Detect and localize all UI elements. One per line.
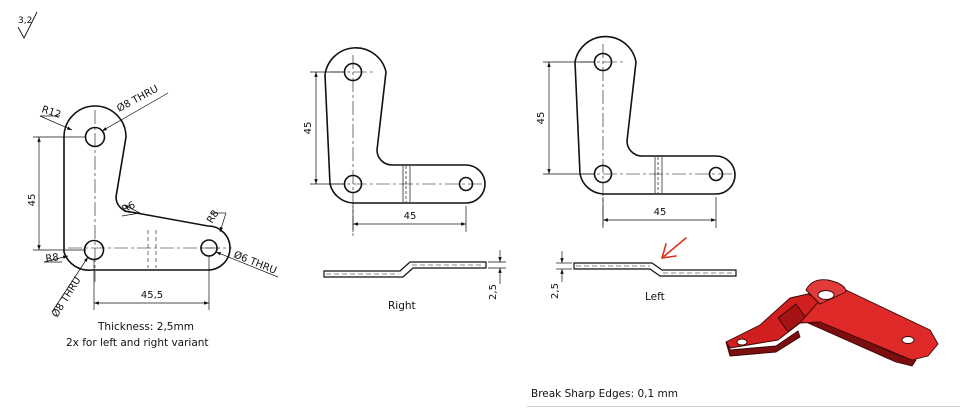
right-view-outline — [324, 47, 486, 204]
right-view-bend-lines — [402, 166, 411, 202]
red-arrow-icon — [661, 237, 687, 259]
iso-part-render — [725, 279, 939, 367]
view-left-label: Left — [645, 291, 665, 303]
main-view-bend-lines — [147, 230, 157, 268]
main-view-outline — [63, 105, 231, 271]
left-height-dimension — [543, 61, 595, 175]
main-radius-right-label: R8 — [205, 208, 221, 225]
left-height-dim-text: 45 — [536, 112, 547, 125]
left-width-dim-text: 45 — [654, 207, 667, 218]
note-variants: 2x for left and right variant — [66, 337, 209, 349]
title-block-rule — [527, 406, 960, 407]
main-view-centerlines — [68, 110, 232, 282]
left-view-bend-lines — [654, 157, 663, 193]
right-width-dimension — [352, 206, 467, 232]
main-radius-inner-label: R6 — [120, 200, 137, 216]
main-width-dimension — [93, 256, 210, 310]
main-radius-top-label: R12 — [40, 104, 62, 121]
main-hole-right-label: Ø6 THRU — [232, 249, 279, 277]
left-view: 45 45 2,5 — [536, 35, 737, 299]
right-thickness-dim-text: 2,5 — [488, 284, 499, 300]
left-view-centerlines — [580, 44, 736, 228]
right-thickness-dimension — [488, 250, 506, 284]
main-radius-left-label: R8 — [45, 252, 60, 265]
surface-finish-icon — [17, 11, 38, 39]
right-height-dim-text: 45 — [303, 122, 314, 135]
main-leaders — [39, 92, 279, 313]
note-thickness: Thickness: 2,5mm — [98, 321, 194, 333]
right-width-dim-text: 45 — [404, 211, 417, 222]
main-width-dim-text: 45,5 — [141, 290, 163, 301]
left-width-dimension — [602, 197, 717, 228]
main-hole-top-label: Ø8 THRU — [115, 83, 161, 115]
main-height-dimension — [33, 136, 86, 251]
left-thickness-dimension — [556, 251, 572, 282]
main-view: 45 45,5 R12 Ø8 THRU R6 R8 R8 Ø8 THRU Ø6 — [27, 83, 278, 320]
right-view: 45 45 2,5 — [303, 47, 506, 300]
right-profile-hidden-lines — [326, 264, 484, 275]
right-side-profile — [323, 261, 487, 278]
note-break-edges: Break Sharp Edges: 0,1 mm — [531, 388, 678, 400]
main-height-dim-text: 45 — [27, 194, 38, 207]
view-right-label: Right — [388, 300, 416, 312]
right-height-dimension — [310, 71, 345, 185]
surface-finish-value: 3,2 — [18, 16, 32, 26]
left-side-profile — [573, 262, 737, 277]
main-hole-bottom-left-label: Ø8 THRU — [49, 275, 83, 320]
left-thickness-dim-text: 2,5 — [550, 283, 561, 299]
left-profile-hidden-lines — [576, 265, 734, 274]
